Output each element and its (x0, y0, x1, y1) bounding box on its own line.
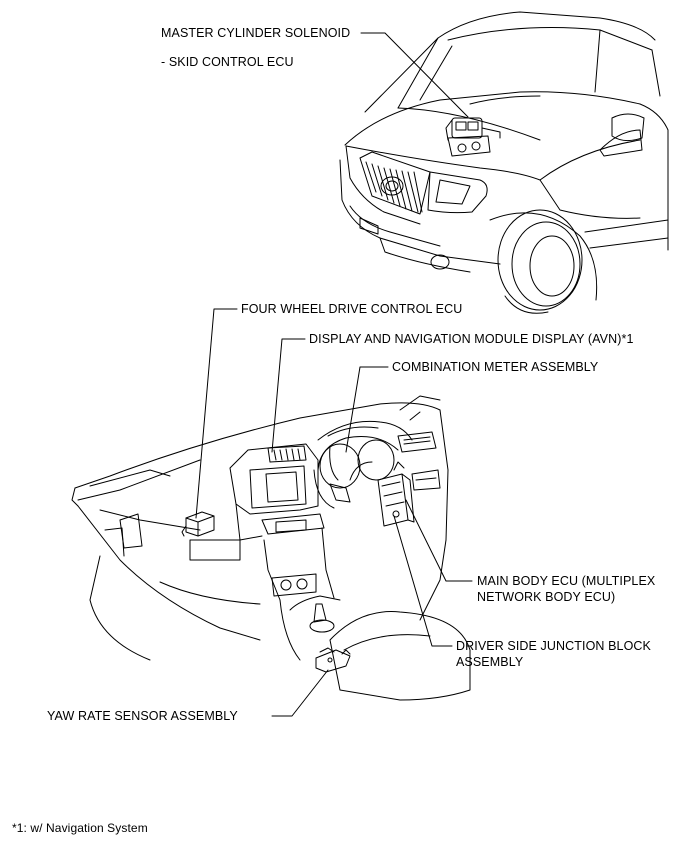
dashboard-illustration (71, 395, 471, 701)
leader-main-body-ecu (405, 499, 473, 582)
label-combination-meter-assembly: COMBINATION METER ASSEMBLY (392, 360, 599, 374)
vehicle-illustration (339, 11, 669, 314)
footnote: *1: w/ Navigation System (12, 821, 148, 835)
leader-driver-side-junction-block (393, 515, 453, 647)
yaw-rate-sensor-part (315, 647, 351, 673)
label-main-body-ecu-line2: NETWORK BODY ECU) (477, 590, 616, 604)
label-master-cylinder-solenoid: MASTER CYLINDER SOLENOID (161, 26, 351, 40)
four-wheel-drive-ecu-part (181, 511, 215, 537)
master-cylinder-solenoid-part (445, 117, 501, 157)
label-yaw-rate-sensor-assembly: YAW RATE SENSOR ASSEMBLY (47, 709, 238, 723)
main-body-ecu-part (377, 461, 415, 527)
label-four-wheel-drive-control-ecu: FOUR WHEEL DRIVE CONTROL ECU (241, 302, 463, 316)
label-skid-control-ecu: - SKID CONTROL ECU (161, 55, 294, 69)
leader-four-wheel-drive-ecu (195, 308, 238, 519)
leader-display-navigation (271, 338, 306, 453)
label-main-body-ecu-line1: MAIN BODY ECU (MULTIPLEX (477, 574, 656, 588)
leader-master-cylinder (360, 32, 469, 118)
leader-yaw-rate-sensor (271, 669, 329, 717)
label-display-navigation-module: DISPLAY AND NAVIGATION MODULE DISPLAY (A… (309, 332, 634, 346)
label-driver-side-junction-block-line1: DRIVER SIDE JUNCTION BLOCK (456, 639, 651, 653)
label-driver-side-junction-block-line2: ASSEMBLY (456, 655, 524, 669)
leader-combination-meter (345, 366, 389, 453)
